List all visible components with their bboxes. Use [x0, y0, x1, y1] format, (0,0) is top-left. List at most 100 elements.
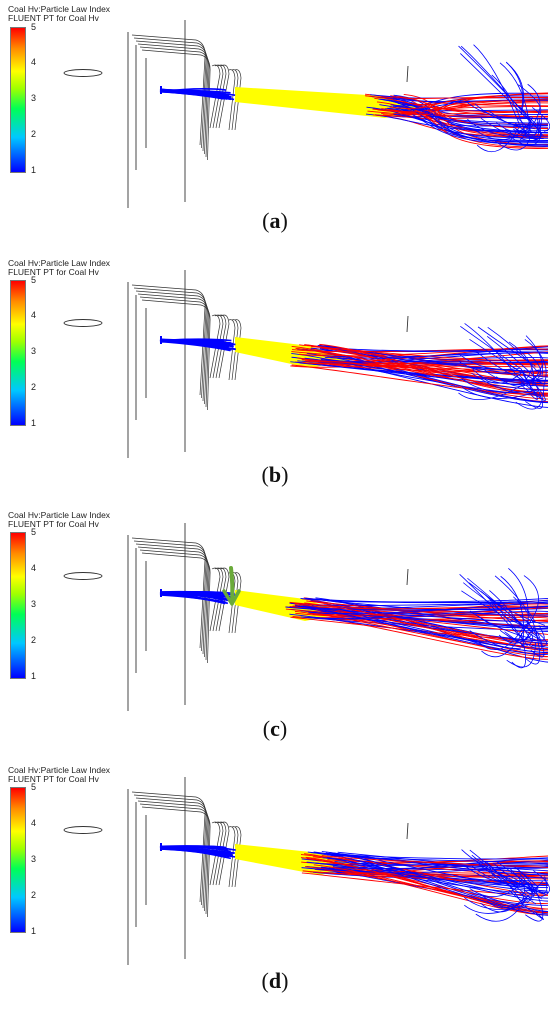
- pipe-line: [212, 314, 224, 379]
- pipe-line: [141, 49, 211, 161]
- colorbar-tick: 4: [31, 310, 37, 320]
- blue-track: [306, 861, 549, 894]
- arrow-head: [222, 589, 241, 606]
- pipe-line: [133, 794, 207, 906]
- burner-geometry: [63, 270, 409, 458]
- blue-track: [500, 365, 543, 387]
- legend-subtitle: FLUENT PT for Coal Hv: [8, 519, 99, 529]
- pipe-line: [234, 572, 242, 634]
- blue-track: [509, 868, 526, 895]
- red-track: [307, 612, 549, 655]
- blue-track: [473, 44, 521, 128]
- blue-track: [478, 615, 535, 628]
- blue-track: [463, 582, 534, 633]
- panel-b: Coal Hv:Particle Law Index FLUENT PT for…: [0, 252, 550, 502]
- particle-tracks: [159, 44, 550, 153]
- panel-a: Coal Hv:Particle Law Index FLUENT PT for…: [0, 0, 550, 250]
- red-track: [321, 860, 549, 914]
- blue-track: [530, 632, 545, 658]
- red-track: [313, 864, 549, 913]
- blue-track: [525, 335, 543, 377]
- red-track: [304, 344, 549, 397]
- blue-track: [309, 858, 549, 874]
- blue-track: [159, 340, 230, 348]
- pipe-line: [234, 826, 242, 888]
- colorbar-tick: 2: [31, 129, 37, 139]
- colorbar-tick: 1: [31, 926, 37, 936]
- blue-track: [471, 866, 538, 888]
- colorbar-tick: 1: [31, 165, 37, 175]
- colorbar-tick: 1: [31, 418, 37, 428]
- pipe-line: [215, 821, 227, 886]
- blue-track: [472, 369, 537, 385]
- blue-track: [530, 888, 542, 900]
- pipe-line: [139, 803, 210, 915]
- blue-track: [300, 610, 549, 642]
- blue-track: [504, 631, 525, 648]
- blue-track: [390, 92, 549, 107]
- pipe-line: [135, 543, 208, 655]
- probe-line: [406, 822, 409, 840]
- particle-track-plot: [63, 270, 549, 458]
- arrow-icon: [222, 566, 241, 606]
- blue-track: [491, 74, 527, 137]
- burner-geometry: [63, 20, 409, 208]
- ellipse-outline: [63, 69, 103, 77]
- pipe-line: [231, 826, 239, 888]
- pipe-line: [133, 540, 207, 652]
- red-track: [315, 608, 549, 635]
- ellipse-outline: [63, 826, 103, 834]
- pipe-line: [218, 314, 230, 379]
- colorbar-tick: 5: [31, 782, 37, 792]
- blue-track: [458, 353, 521, 370]
- blue-track: [496, 117, 533, 132]
- colorbar-tick: 3: [31, 346, 37, 356]
- colorbar-tick: 3: [31, 93, 37, 103]
- blue-track: [508, 889, 525, 902]
- probe-line: [406, 568, 409, 586]
- blue-track: [458, 372, 542, 400]
- panel-caption: (a): [262, 208, 288, 233]
- probe-line: [406, 315, 409, 333]
- particle-tracks: [159, 323, 549, 410]
- legend-subtitle: FLUENT PT for Coal Hv: [8, 267, 99, 277]
- blue-track: [495, 367, 533, 386]
- blue-track: [310, 852, 549, 899]
- blue-track: [525, 625, 545, 641]
- pipe-line: [212, 821, 224, 886]
- pipe-line: [139, 549, 210, 661]
- colorbar-tick: 2: [31, 382, 37, 392]
- particle-track-plot: [63, 777, 550, 965]
- blue-track: [300, 606, 549, 619]
- red-track: [290, 351, 549, 368]
- pipe-line: [215, 314, 227, 379]
- panel-caption: (d): [261, 968, 289, 993]
- colorbar-tick: 2: [31, 635, 37, 645]
- blue-track: [294, 605, 549, 655]
- colorbar-tick: 5: [31, 22, 37, 32]
- blue-track: [469, 630, 521, 649]
- particle-track-plot: [63, 20, 550, 208]
- pipe-line: [231, 69, 239, 131]
- blue-track: [159, 594, 229, 605]
- pipe-line: [139, 46, 210, 158]
- blue-track: [326, 857, 549, 916]
- blue-track: [519, 874, 533, 904]
- pipe-line: [139, 296, 210, 408]
- pipe-line: [212, 567, 224, 632]
- pipe-line: [228, 69, 236, 131]
- red-track: [321, 855, 549, 868]
- blue-track: [508, 341, 534, 387]
- blue-track: [460, 53, 530, 121]
- colorbar-tick: 2: [31, 890, 37, 900]
- pipe-line: [137, 800, 209, 912]
- colorbar: [10, 280, 26, 426]
- blue-track: [460, 325, 521, 369]
- blue-track: [524, 339, 547, 386]
- blue-track: [478, 863, 534, 886]
- blue-track: [500, 575, 525, 640]
- blue-track: [479, 893, 529, 907]
- particle-tracks: [159, 843, 550, 922]
- red-track: [325, 860, 549, 875]
- colorbar-tick: 3: [31, 854, 37, 864]
